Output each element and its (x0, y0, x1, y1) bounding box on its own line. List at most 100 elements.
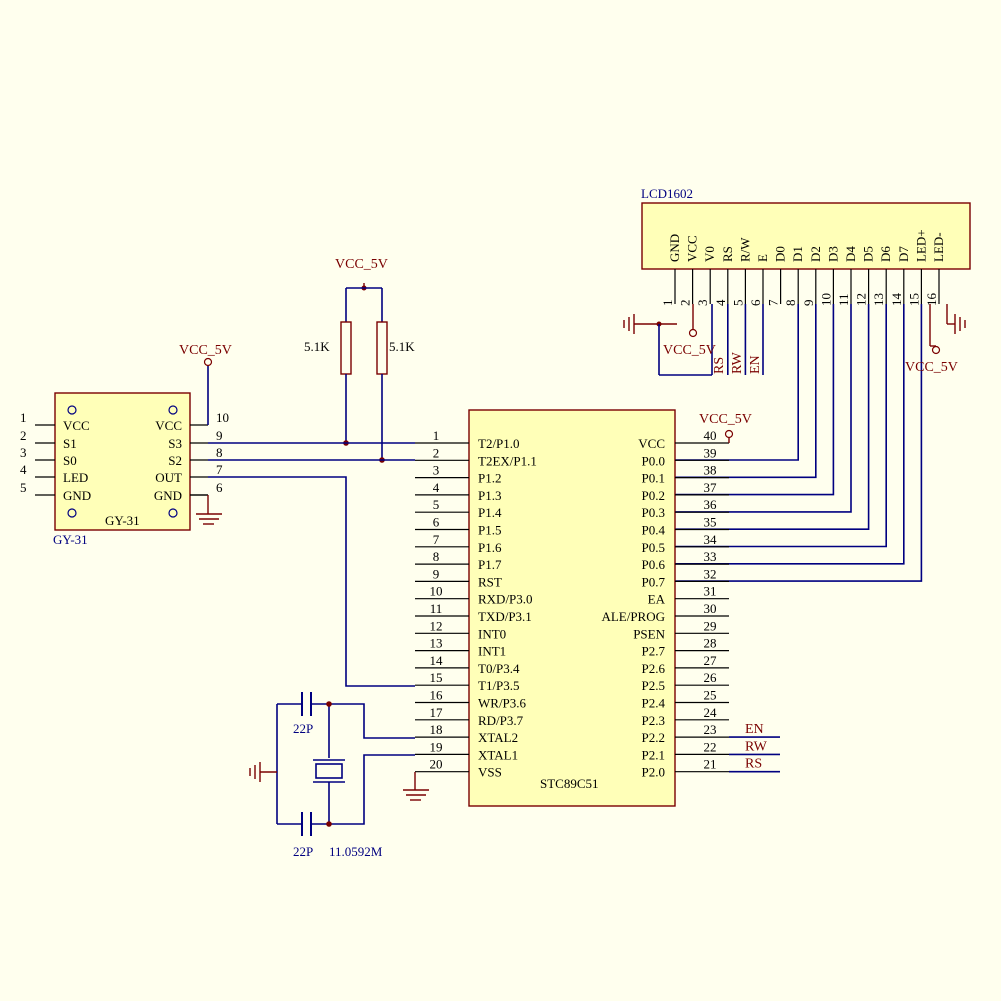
gy31-right-pin-name: GND (154, 488, 182, 503)
mcu-left-pin-name: INT0 (478, 626, 506, 641)
lcd-pin-number: 8 (783, 300, 798, 307)
mcu-left-pin-number: 15 (430, 670, 443, 685)
mcu-right-pin-name: P0.7 (642, 574, 666, 589)
mcu-right-pin-number: 28 (704, 636, 717, 651)
mcu-left-pin-number: 16 (430, 688, 444, 703)
mcu-left-pin-name: P1.6 (478, 540, 502, 555)
gy31-left-pin-number: 5 (20, 480, 27, 495)
gy31-right-pin-name: VCC (155, 418, 182, 433)
mcu-left-pin-number: 12 (430, 618, 443, 633)
mcu-right-pin-number: 30 (704, 601, 717, 616)
resistor-vcc-label: VCC_5V (335, 257, 388, 272)
mcu-left-pin-number: 19 (430, 739, 443, 754)
gy31-body (54, 392, 191, 531)
gy31-left-pin-name: LED (63, 470, 88, 485)
oscillator-circuit: 22P 22P 11.0592M (249, 692, 415, 859)
mcu-right-pin-name: P2.6 (642, 661, 666, 676)
mcu-right-pin-name: P0.5 (642, 540, 665, 555)
mcu-left-pin-name: T2EX/P1.1 (478, 453, 537, 468)
mcu-right-pin-name: EA (648, 592, 666, 607)
mcu-vcc-label: VCC_5V (699, 412, 752, 427)
mcu-pins: 1T2/P1.02T2EX/P1.13P1.24P1.35P1.46P1.57P… (415, 428, 780, 780)
mcu-right-pin-name: P0.3 (642, 505, 665, 520)
lcd-pin-number: 13 (871, 293, 886, 306)
lcd-pin-name: E (755, 254, 770, 262)
mcu-left-pin-name: P1.5 (478, 523, 501, 538)
lcd-net-label-en: EN (748, 355, 763, 374)
lcd-pin-name: VCC (685, 235, 700, 262)
mcu-left-pin-name: RXD/P3.0 (478, 592, 533, 607)
lcd-pin-number: 9 (801, 300, 816, 307)
mcu-left-pin-number: 5 (433, 497, 440, 512)
lcd-data-wire (675, 304, 835, 496)
mcu-right-pin-number: 21 (704, 757, 717, 772)
mcu-net-label: EN (745, 722, 764, 737)
capacitor-c2-value: 22P (293, 844, 313, 859)
gy31-sensor: GY-31 GY-31 1VCC2S13S04LED5GND10VCC9S38S… (20, 343, 232, 547)
mcu-left-pin-number: 7 (433, 532, 440, 547)
mcu-right-pin-name: ALE/PROG (601, 609, 665, 624)
mcu-left-pin-name: P1.4 (478, 505, 502, 520)
gy31-right-pin-number: 7 (216, 462, 223, 477)
lcd-pin-number: 4 (713, 299, 728, 306)
mcu-right-pin-name: P2.5 (642, 678, 665, 693)
mcu-net-label: RW (745, 739, 768, 754)
resistor-r1-value: 5.1K (304, 339, 330, 354)
lcd-pin-number: 14 (889, 293, 904, 307)
lcd-pins: GND1VCC2V03RS4R/W5E6D07D18D29D310D411D51… (660, 229, 946, 582)
gy31-right-pin-name: OUT (155, 470, 182, 485)
resistor-r2 (376, 321, 388, 375)
mcu-left-pin-name: T0/P3.4 (478, 661, 520, 676)
lcd-pin-name: D0 (773, 246, 788, 262)
mcu-left-pin-name: XTAL1 (478, 747, 518, 762)
mcu-right-pin-number: 22 (704, 739, 717, 754)
lcd-pin-name: D7 (896, 246, 911, 262)
lcd1602: LCD1602 GND1VCC2V03RS4R/W5E6D07D18D29D31… (623, 186, 971, 582)
lcd-pin-number: 3 (695, 300, 710, 307)
mcu-right-pin-name: VCC (638, 436, 665, 451)
mcu-left-pin-number: 20 (430, 757, 443, 772)
mcu-right-pin-name: P0.1 (642, 471, 665, 486)
lcd-pin-name: RS (720, 246, 735, 262)
crystal-value: 11.0592M (329, 844, 383, 859)
mcu-right-pin-name: P2.0 (642, 765, 665, 780)
lcd-pin-number: 10 (818, 293, 833, 306)
gy31-left-pin-name: GND (63, 488, 91, 503)
lcd-pin-number: 2 (678, 300, 693, 307)
lcd-led-vcc-label: VCC_5V (905, 360, 958, 375)
signal-wires (208, 442, 415, 687)
mcu-right-pin-name: PSEN (633, 626, 665, 641)
mcu-left-pin-name: P1.3 (478, 488, 501, 503)
mcu-left-pin-number: 13 (430, 636, 443, 651)
gy31-right-pin-name: S2 (168, 453, 182, 468)
mcu-left-pin-name: T2/P1.0 (478, 436, 520, 451)
pullup-resistors: VCC_5V 5.1K 5.1K (304, 257, 415, 463)
lcd-ground-symbol (623, 304, 713, 376)
stc89c51-body (468, 409, 676, 807)
mcu-left-pin-name: RD/P3.7 (478, 713, 524, 728)
mcu-left-pin-number: 3 (433, 463, 440, 478)
lcd-pin-name: D4 (843, 246, 858, 262)
mcu-right-pin-number: 27 (704, 653, 718, 668)
gy31-left-pin-number: 3 (20, 445, 27, 460)
mcu-left-pin-name: RST (478, 574, 502, 589)
mcu-left-pin-name: P1.2 (478, 471, 501, 486)
mcu-right-pin-number: 23 (704, 722, 717, 737)
lcd1602-body (641, 202, 971, 270)
gy31-right-pin-number: 6 (216, 480, 223, 495)
mcu-right-pin-number: 38 (704, 463, 717, 478)
stc89c51-title: STC89C51 (540, 776, 599, 791)
mcu-right-pin-number: 40 (704, 428, 717, 443)
mcu-left-pin-number: 8 (433, 549, 440, 564)
lcd-pin-name: D5 (861, 246, 876, 262)
lcd-data-wire (675, 304, 852, 513)
lcd-led-ground-symbol (946, 304, 966, 334)
gy31-left-pin-number: 4 (20, 462, 27, 477)
mcu-right-pin-number: 32 (704, 566, 717, 581)
mcu-right-pin-name: P0.0 (642, 453, 665, 468)
mcu-left-pin-number: 14 (430, 653, 444, 668)
mcu-right-pin-number: 29 (704, 618, 717, 633)
mcu-left-pin-name: INT1 (478, 644, 506, 659)
lcd-data-wire (675, 304, 905, 565)
